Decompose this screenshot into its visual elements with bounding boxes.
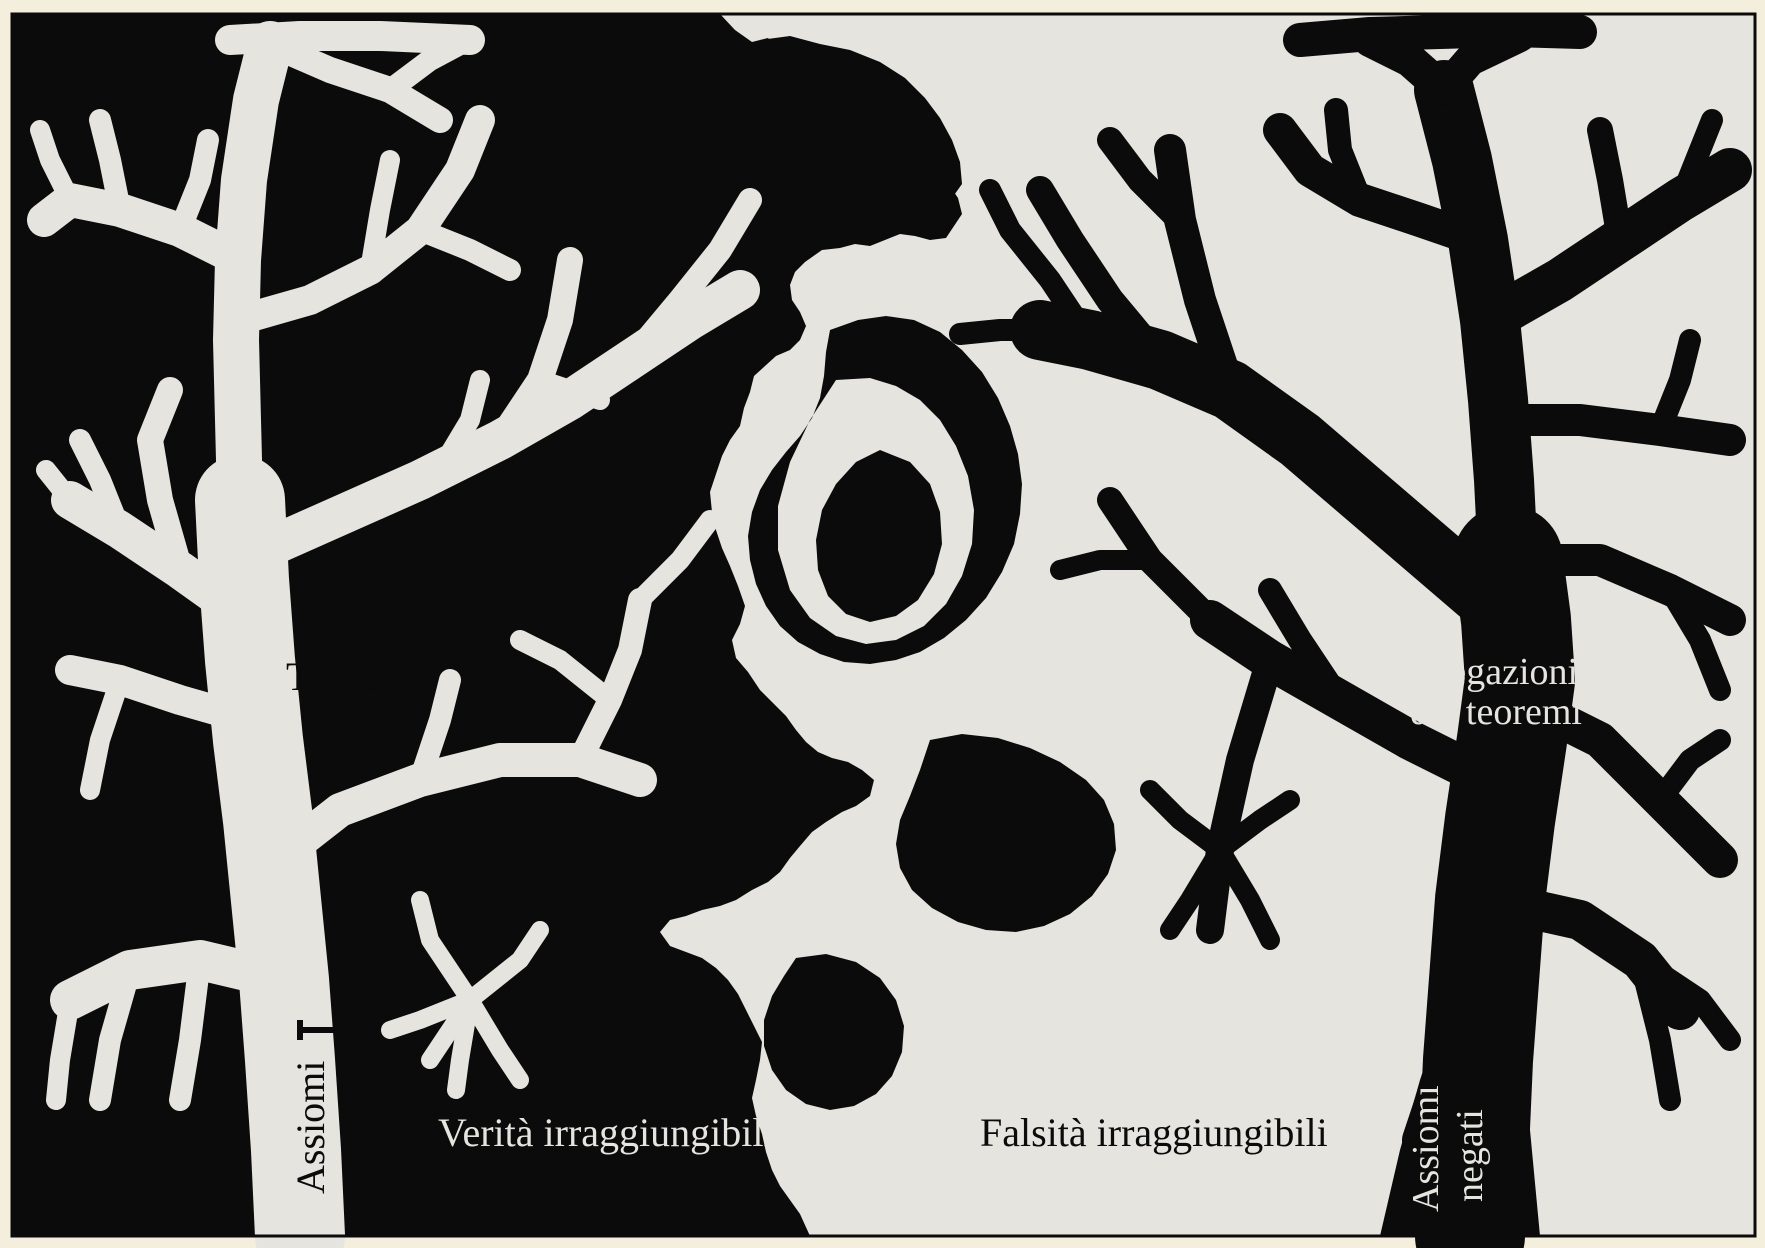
label-axioms: Assiomi <box>288 1061 333 1194</box>
label-unreachable-truths: Verità irraggiungibili <box>438 1110 775 1155</box>
label-negated-axioms-line1: Assiomi <box>1405 1085 1447 1212</box>
label-negated-axioms-line2: negati <box>1449 1109 1491 1202</box>
label-negations-line1: Negazioni <box>1422 651 1578 693</box>
label-negations-line2: dei teoremi <box>1410 691 1582 733</box>
label-unreachable-falsehoods: Falsità irraggiungibili <box>980 1110 1328 1155</box>
label-theorems: Teoremi <box>286 654 419 699</box>
